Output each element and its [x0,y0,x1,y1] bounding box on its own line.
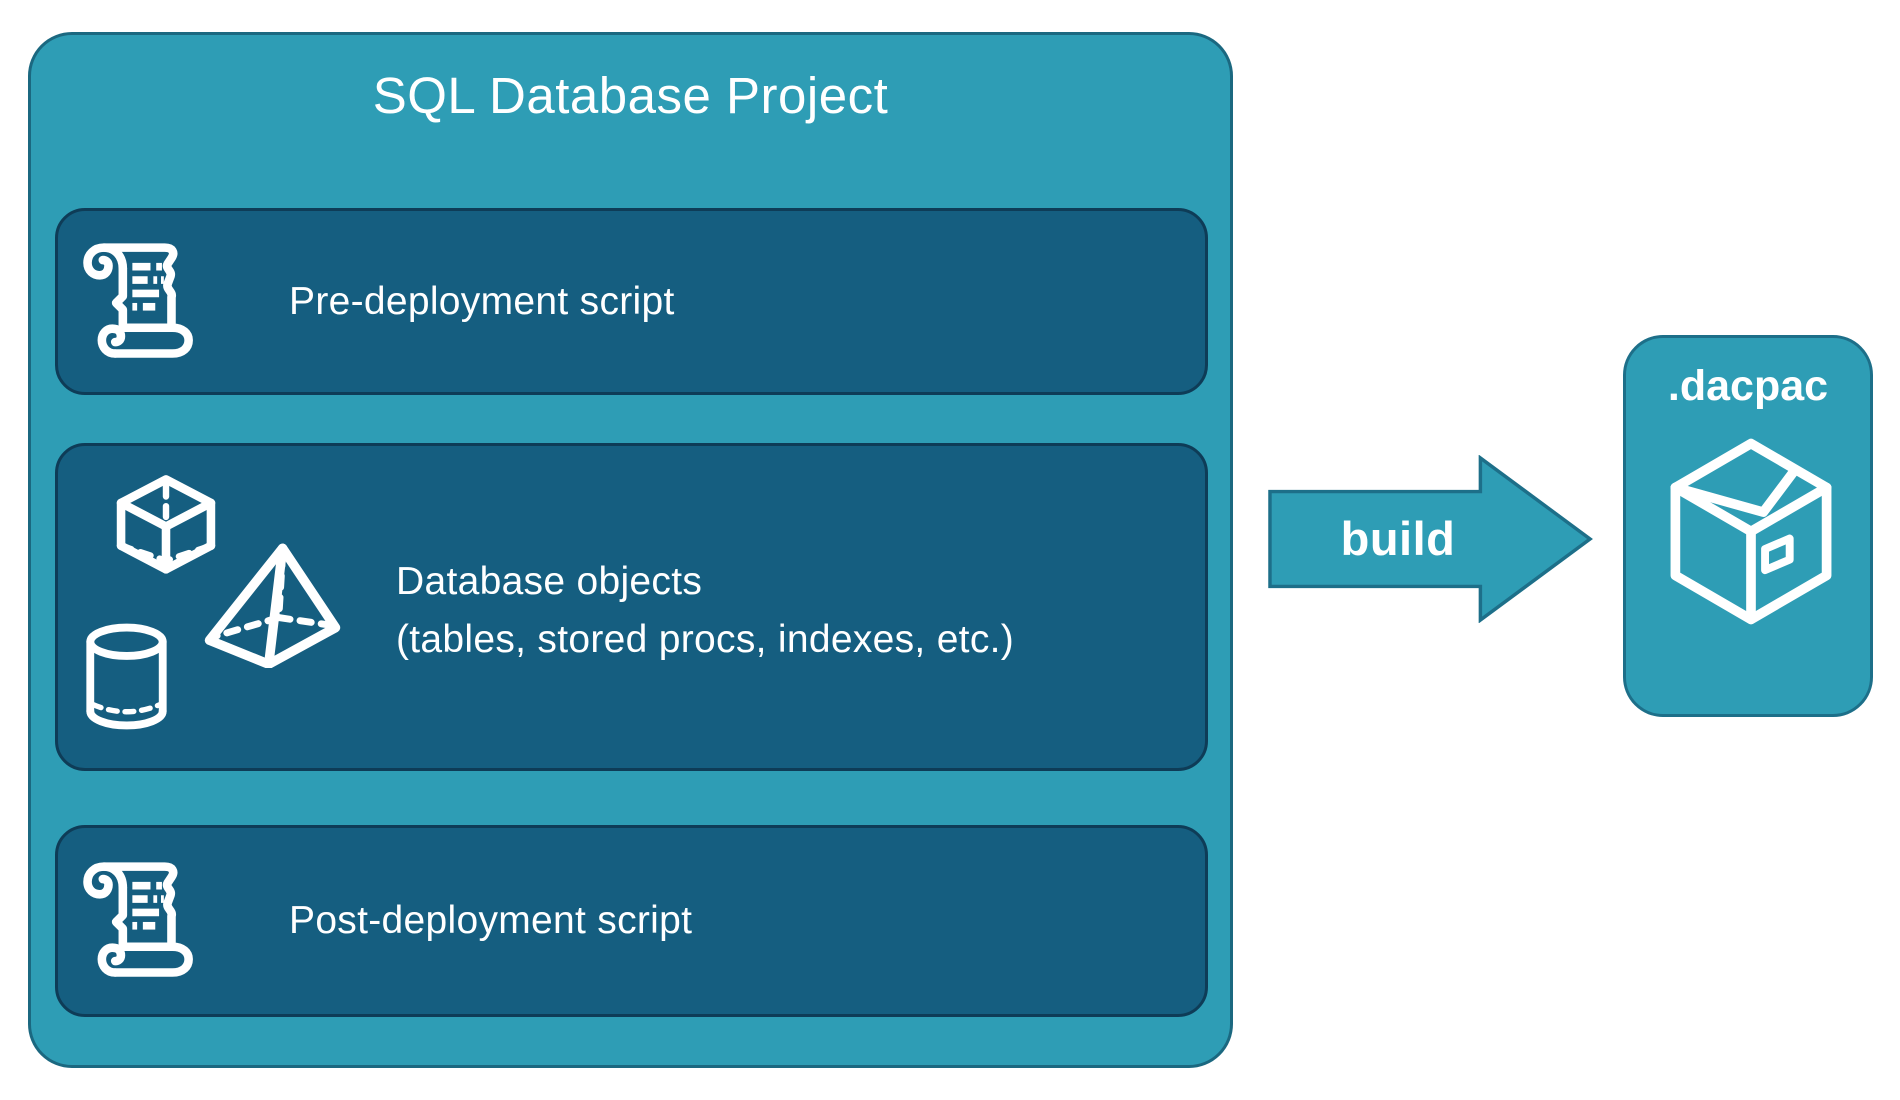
database-objects-label: Database objects (tables, stored procs, … [396,553,1014,669]
pre-deployment-box: Pre-deployment script [55,208,1208,395]
scroll-icon [78,858,202,984]
database-objects-line1: Database objects [396,560,703,603]
dacpac-label: .dacpac [1667,362,1829,410]
build-label: build [1340,512,1456,565]
sql-project-container: SQL Database Project [28,32,1233,1068]
pyramid-icon [203,542,342,669]
database-objects-box: Database objects (tables, stored procs, … [55,443,1208,771]
post-deployment-label: Post-deployment script [289,899,693,942]
cube-icon [107,473,225,580]
pre-deployment-label: Pre-deployment script [289,279,675,323]
post-deployment-box: Post-deployment script [55,825,1208,1017]
build-arrow: build [1268,455,1594,623]
package-icon [1663,433,1839,644]
scroll-icon [78,239,202,365]
dacpac-box: .dacpac [1623,335,1873,717]
project-title: SQL Database Project [372,67,889,124]
database-objects-line2: (tables, stored procs, indexes, etc.) [396,618,1015,661]
cylinder-icon [80,622,173,732]
